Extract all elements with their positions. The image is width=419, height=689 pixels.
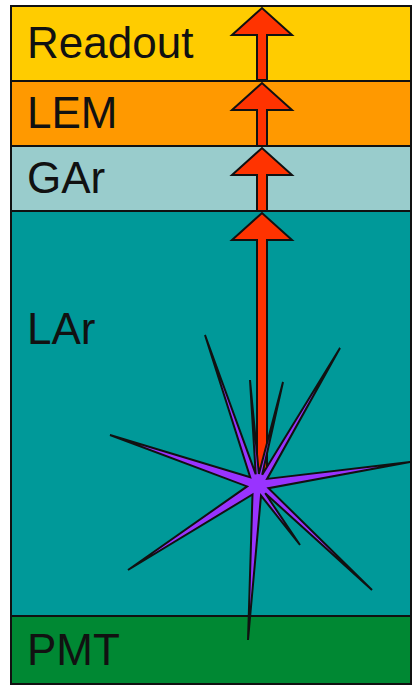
band-label: LEM (27, 88, 117, 139)
drift-arrow (232, 148, 292, 211)
scintillation-star (110, 335, 410, 640)
band-label: GAr (27, 153, 105, 204)
drift-arrow (232, 8, 292, 80)
gas-argon-band: GAr (10, 145, 412, 212)
band-label: PMT (27, 625, 120, 676)
readout-band: Readout (10, 5, 412, 82)
drift-arrow (232, 83, 292, 146)
lem-band: LEM (10, 80, 412, 147)
drift-arrow (232, 213, 292, 485)
pmt-band: PMT (10, 615, 412, 685)
liquid-argon-band: LAr (10, 210, 412, 617)
band-label: LAr (27, 304, 95, 355)
band-label: Readout (27, 18, 193, 69)
